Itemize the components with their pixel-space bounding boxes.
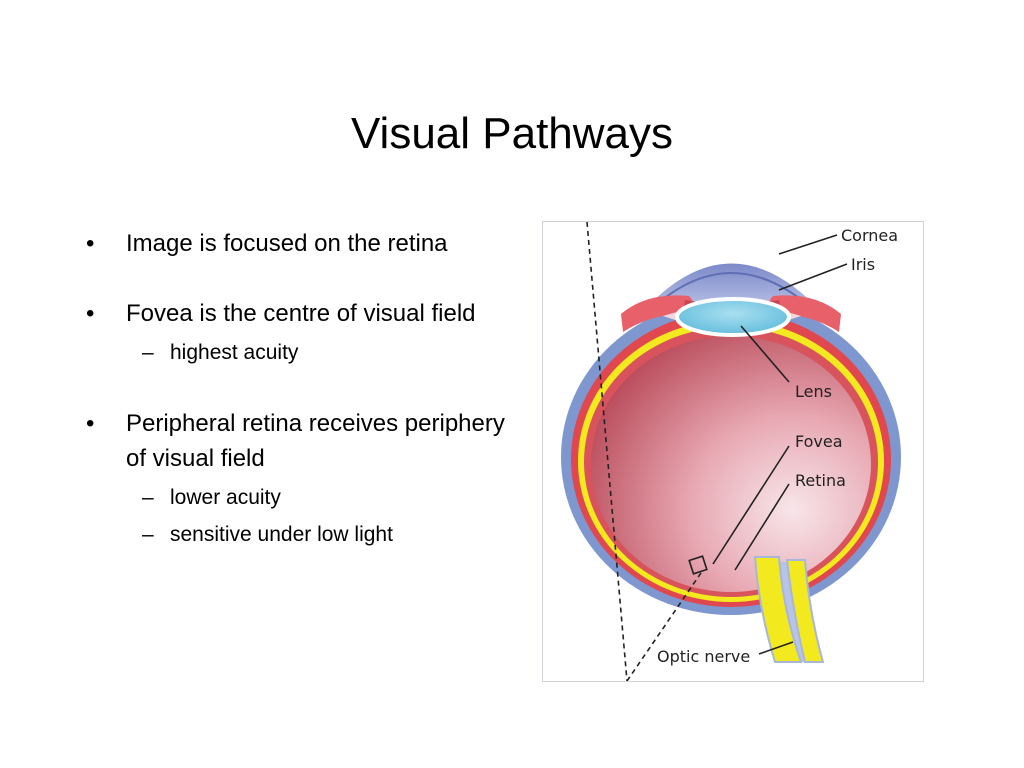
bullet-list: Image is focused on the retina Fovea is … bbox=[86, 226, 506, 553]
slide-title: Visual Pathways bbox=[350, 109, 674, 158]
cornea bbox=[638, 263, 826, 317]
label-lens: Lens bbox=[795, 382, 832, 401]
optic-nerve-strand bbox=[785, 559, 825, 663]
sub-bullet-item: lower acuity bbox=[126, 479, 506, 516]
sub-bullet-list: lower acuity sensitive under low light bbox=[126, 479, 506, 553]
line-of-sight bbox=[586, 222, 628, 681]
vitreous-body bbox=[591, 336, 871, 592]
fovea-leader bbox=[712, 445, 790, 565]
lens bbox=[675, 297, 791, 337]
ciliary-body-right bbox=[768, 295, 841, 332]
bullet-text: Peripheral retina receives periphery of … bbox=[126, 410, 505, 472]
fovea-marker bbox=[688, 555, 708, 575]
bullet-text: Image is focused on the retina bbox=[126, 230, 448, 257]
sub-bullet-item: sensitive under low light bbox=[126, 516, 506, 553]
optic-nerve-leader bbox=[758, 641, 794, 655]
lens-leader bbox=[740, 325, 790, 383]
ciliary-body-left bbox=[621, 295, 694, 332]
fovea-ray bbox=[626, 569, 704, 681]
label-optic-nerve: Optic nerve bbox=[657, 647, 750, 666]
label-fovea: Fovea bbox=[795, 432, 843, 451]
bullet-item: Image is focused on the retina bbox=[86, 226, 506, 261]
sub-bullet-item: highest acuity bbox=[126, 334, 506, 371]
label-iris: Iris bbox=[851, 255, 875, 274]
bullet-text: Fovea is the centre of visual field bbox=[126, 300, 476, 327]
label-retina: Retina bbox=[795, 471, 846, 490]
eye-diagram: Cornea Iris Lens Fovea Retina Optic nerv… bbox=[561, 222, 901, 681]
retina-leader bbox=[734, 483, 790, 571]
iris-leader bbox=[778, 263, 848, 291]
bullet-item: Fovea is the centre of visual field high… bbox=[86, 296, 506, 371]
bullet-item: Peripheral retina receives periphery of … bbox=[86, 406, 506, 553]
sub-bullet-list: highest acuity bbox=[126, 334, 506, 371]
optic-nerve bbox=[753, 556, 803, 663]
label-cornea: Cornea bbox=[841, 226, 898, 245]
eye-diagram-figure: Cornea Iris Lens Fovea Retina Optic nerv… bbox=[542, 221, 924, 682]
cornea-leader bbox=[778, 234, 838, 255]
